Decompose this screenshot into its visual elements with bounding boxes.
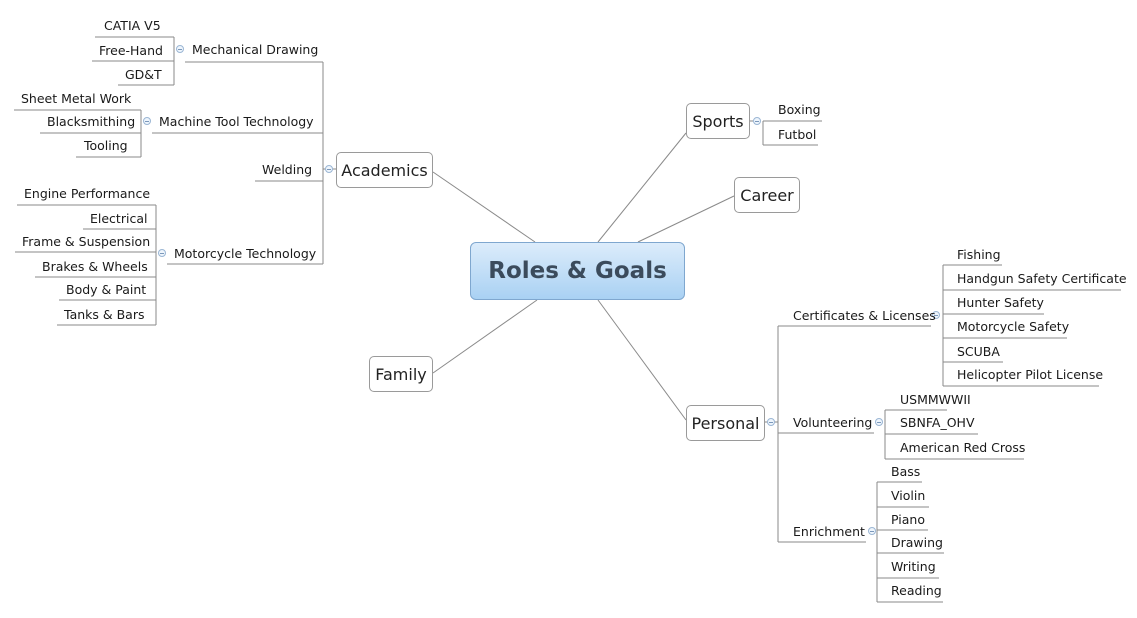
subtopic-motorcycle[interactable]: Motorcycle Technology xyxy=(174,246,317,261)
subtopic-volunteering[interactable]: Volunteering xyxy=(793,415,873,430)
topic-career[interactable]: Career xyxy=(734,177,800,213)
leaf-sbnfa-ohv[interactable]: SBNFA_OHV xyxy=(900,415,975,430)
leaf-handgun-safety[interactable]: Handgun Safety Certificate xyxy=(957,271,1127,286)
leaf-blacksmithing[interactable]: Blacksmithing xyxy=(47,114,136,129)
leaf-electrical[interactable]: Electrical xyxy=(90,211,148,226)
leaf-tanks-bars[interactable]: Tanks & Bars xyxy=(64,307,145,322)
leaf-gdt[interactable]: GD&T xyxy=(125,67,162,82)
leaf-engine-performance[interactable]: Engine Performance xyxy=(24,186,151,201)
subtopic-mechanical-drawing[interactable]: Mechanical Drawing xyxy=(192,42,319,57)
leaf-hunter-safety[interactable]: Hunter Safety xyxy=(957,295,1044,310)
leaf-writing[interactable]: Writing xyxy=(891,559,936,574)
collapse-toggle-volunteering[interactable] xyxy=(875,418,883,426)
leaf-brakes-wheels[interactable]: Brakes & Wheels xyxy=(42,259,148,274)
leaf-futbol[interactable]: Futbol xyxy=(778,127,817,142)
collapse-toggle-sports[interactable] xyxy=(753,117,761,125)
collapse-toggle-motorcycle[interactable] xyxy=(158,249,166,257)
leaf-frame-suspension[interactable]: Frame & Suspension xyxy=(22,234,151,249)
leaf-bass[interactable]: Bass xyxy=(891,464,921,479)
leaf-catia[interactable]: CATIA V5 xyxy=(104,18,161,33)
leaf-motorcycle-safety[interactable]: Motorcycle Safety xyxy=(957,319,1070,334)
collapse-toggle-enrichment[interactable] xyxy=(868,527,876,535)
leaf-violin[interactable]: Violin xyxy=(891,488,926,503)
subtopic-welding[interactable]: Welding xyxy=(262,162,313,177)
leaf-fishing[interactable]: Fishing xyxy=(957,247,1001,262)
subtopic-enrichment[interactable]: Enrichment xyxy=(793,524,865,539)
leaf-tooling[interactable]: Tooling xyxy=(84,138,128,153)
leaf-helicopter-pilot[interactable]: Helicopter Pilot License xyxy=(957,367,1104,382)
topic-sports[interactable]: Sports xyxy=(686,103,750,139)
leaf-american-red-cross[interactable]: American Red Cross xyxy=(900,440,1026,455)
collapse-toggle-personal[interactable] xyxy=(767,418,775,426)
subtopic-certificates[interactable]: Certificates & Licenses xyxy=(793,308,936,323)
topic-personal[interactable]: Personal xyxy=(686,405,765,441)
leaf-usmmwwii[interactable]: USMMWWII xyxy=(900,392,971,407)
subtopic-machine-tool[interactable]: Machine Tool Technology xyxy=(159,114,314,129)
leaf-sheet-metal[interactable]: Sheet Metal Work xyxy=(21,91,132,106)
leaf-drawing[interactable]: Drawing xyxy=(891,535,943,550)
leaf-piano[interactable]: Piano xyxy=(891,512,925,527)
leaf-scuba[interactable]: SCUBA xyxy=(957,344,1000,359)
leaf-reading[interactable]: Reading xyxy=(891,583,942,598)
collapse-toggle-certificates[interactable] xyxy=(932,311,940,319)
collapse-toggle-mechanical-drawing[interactable] xyxy=(176,45,184,53)
topic-academics[interactable]: Academics xyxy=(336,152,433,188)
leaf-freehand[interactable]: Free-Hand xyxy=(99,43,163,58)
collapse-toggle-academics[interactable] xyxy=(325,165,333,173)
leaf-boxing[interactable]: Boxing xyxy=(778,102,821,117)
leaf-body-paint[interactable]: Body & Paint xyxy=(66,282,147,297)
collapse-toggle-machine-tool[interactable] xyxy=(143,117,151,125)
central-topic[interactable]: Roles & Goals xyxy=(470,242,685,300)
topic-family[interactable]: Family xyxy=(369,356,433,392)
